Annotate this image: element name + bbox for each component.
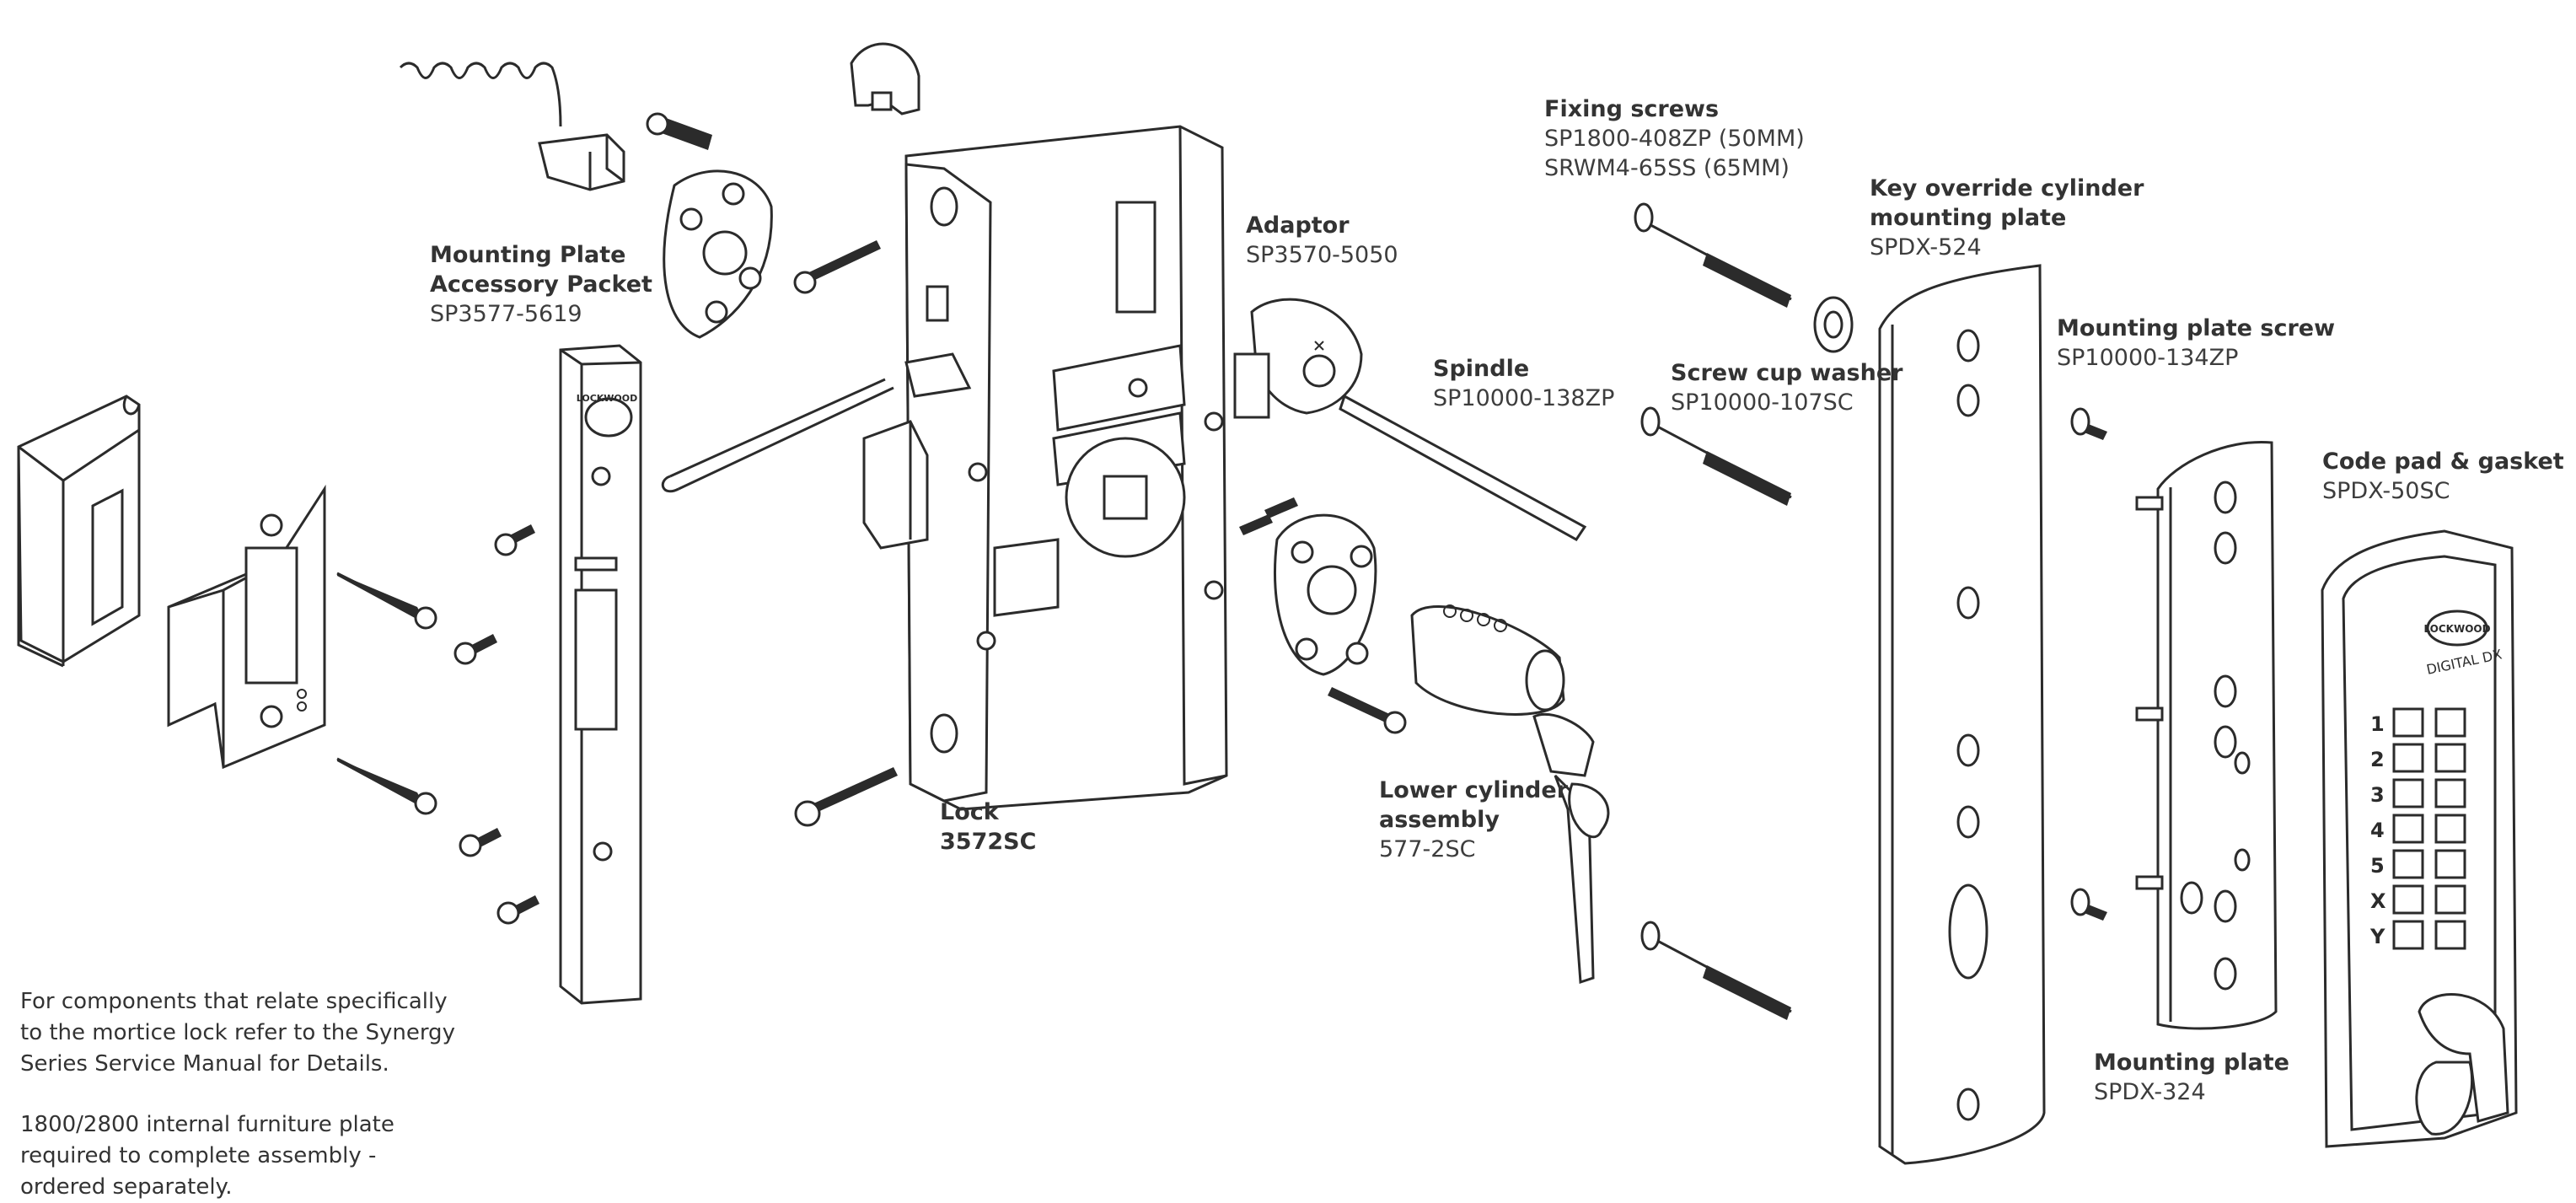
keypad-row-label: 3 [2370, 783, 2385, 807]
key-override-plate-part [1878, 264, 2046, 1165]
label-code: SP10000-134ZP [2057, 345, 2239, 371]
spindle-part [1339, 394, 1587, 541]
strike-plate-part [167, 484, 326, 770]
label-title: Lower cylinder [1379, 777, 1569, 803]
note-line: Series Service Manual for Details. [20, 1051, 389, 1077]
lever-spindle-part [661, 378, 894, 493]
label-title: Mounting plate screw [2057, 315, 2336, 341]
label-code: 577-2SC [1379, 836, 1476, 862]
keypad-key [2434, 849, 2466, 879]
keypad-key [2434, 707, 2466, 738]
cover-clip-part [850, 42, 920, 115]
label-title: Accessory Packet [430, 271, 652, 298]
label-code: SPDX-524 [1870, 234, 1982, 260]
label-code: SP3570-5050 [1246, 242, 1398, 268]
label-title: Adaptor [1246, 212, 1350, 239]
keypad-key [2434, 884, 2466, 915]
label-title: Screw cup washer [1671, 360, 1903, 386]
label-title: Spindle [1433, 356, 1530, 382]
label-code-pad: Code pad & gasket SPDX-50SC [2322, 447, 2564, 506]
label-title: Mounting plate [2094, 1050, 2289, 1076]
keypad-row-label: X [2370, 889, 2386, 913]
keypad-key [2392, 743, 2424, 773]
label-lock: Lock 3572SC [940, 798, 1036, 857]
label-code: SPDX-50SC [2322, 478, 2450, 504]
keypad-row-label: Y [2369, 925, 2385, 948]
keypad-key [2392, 814, 2424, 844]
label-code: SP10000-107SC [1671, 389, 1854, 416]
keypad-key [2392, 920, 2424, 950]
label-code: SRWM4-65SS (65MM) [1544, 155, 1790, 181]
label-fixing-screws: Fixing screws SP1800-408ZP (50MM) SRWM4-… [1544, 94, 1805, 183]
cylinder-ring-part [1239, 497, 1407, 734]
strike-box-part [17, 395, 141, 668]
keypad-row-label: 1 [2370, 712, 2385, 736]
keypad-key [2392, 884, 2424, 915]
label-title: Lock [940, 799, 999, 825]
label-mounting-plate-accessory-packet: Mounting Plate Accessory Packet SP3577-5… [430, 240, 652, 329]
label-code: SP10000-138ZP [1433, 385, 1615, 411]
label-title: Code pad & gasket [2322, 448, 2564, 475]
keypad-key [2392, 707, 2424, 738]
note-line: ordered separately. [20, 1174, 233, 1200]
keypad-key [2434, 814, 2466, 844]
note-line: to the mortice lock refer to the Synergy [20, 1020, 455, 1045]
label-code: SPDX-324 [2094, 1079, 2206, 1105]
label-screw-cup-washer: Screw cup washer SP10000-107SC [1671, 358, 1902, 417]
label-adaptor: Adaptor SP3570-5050 [1246, 211, 1398, 270]
label-spindle: Spindle SP10000-138ZP [1433, 354, 1614, 413]
label-title: Mounting Plate [430, 242, 626, 268]
keypad-key [2434, 778, 2466, 808]
note-line: For components that relate specifically [20, 989, 448, 1014]
keypad-keys: 1 2 3 4 5XY [2369, 707, 2466, 950]
keypad-row-label: 4 [2370, 819, 2385, 842]
accessory-packet-parts [399, 62, 881, 339]
fixing-screws-part [1634, 202, 1854, 1020]
label-title: Key override cylinder [1870, 175, 2144, 201]
mounting-plate-part [2135, 440, 2278, 1030]
lock-body-part [862, 125, 1228, 811]
label-title: Fixing screws [1544, 96, 1720, 122]
mounting-plate-screws [2070, 407, 2107, 921]
faceplate-screws [336, 524, 539, 925]
label-mounting-plate-screw: Mounting plate screw SP10000-134ZP [2057, 314, 2335, 373]
keypad-row-label: 5 [2370, 854, 2385, 878]
note-service-manual: For components that relate specifically … [20, 986, 455, 1080]
keypad-row-label: 2 [2370, 748, 2385, 771]
label-key-override-plate: Key override cylinder mounting plate SPD… [1870, 174, 2144, 262]
note-line: 1800/2800 internal furniture plate [20, 1112, 394, 1137]
label-title: assembly [1379, 807, 1500, 833]
note-furniture-plate: 1800/2800 internal furniture plate requi… [20, 1109, 394, 1203]
code-pad-lever [2415, 993, 2509, 1136]
keypad-brand-text: LOCKWOOD [2423, 623, 2490, 635]
label-code: 3572SC [940, 829, 1037, 855]
keypad-key [2434, 920, 2466, 950]
label-lower-cylinder: Lower cylinder assembly 577-2SC [1379, 776, 1568, 864]
strike-plate-brand-text: LOCKWOOD [577, 393, 638, 404]
adaptor-part [1233, 298, 1363, 419]
faceplate-part [559, 344, 642, 1005]
label-title: mounting plate [1870, 205, 2067, 231]
lower-cylinder-part [1410, 604, 1610, 985]
keypad-key [2392, 849, 2424, 879]
keypad-key [2434, 743, 2466, 773]
note-line: required to complete assembly - [20, 1143, 377, 1168]
keypad-key [2392, 778, 2424, 808]
label-code: SP3577-5619 [430, 301, 582, 327]
lock-screw-part [794, 767, 898, 827]
label-mounting-plate: Mounting plate SPDX-324 [2094, 1048, 2289, 1107]
label-code: SP1800-408ZP (50MM) [1544, 126, 1805, 152]
